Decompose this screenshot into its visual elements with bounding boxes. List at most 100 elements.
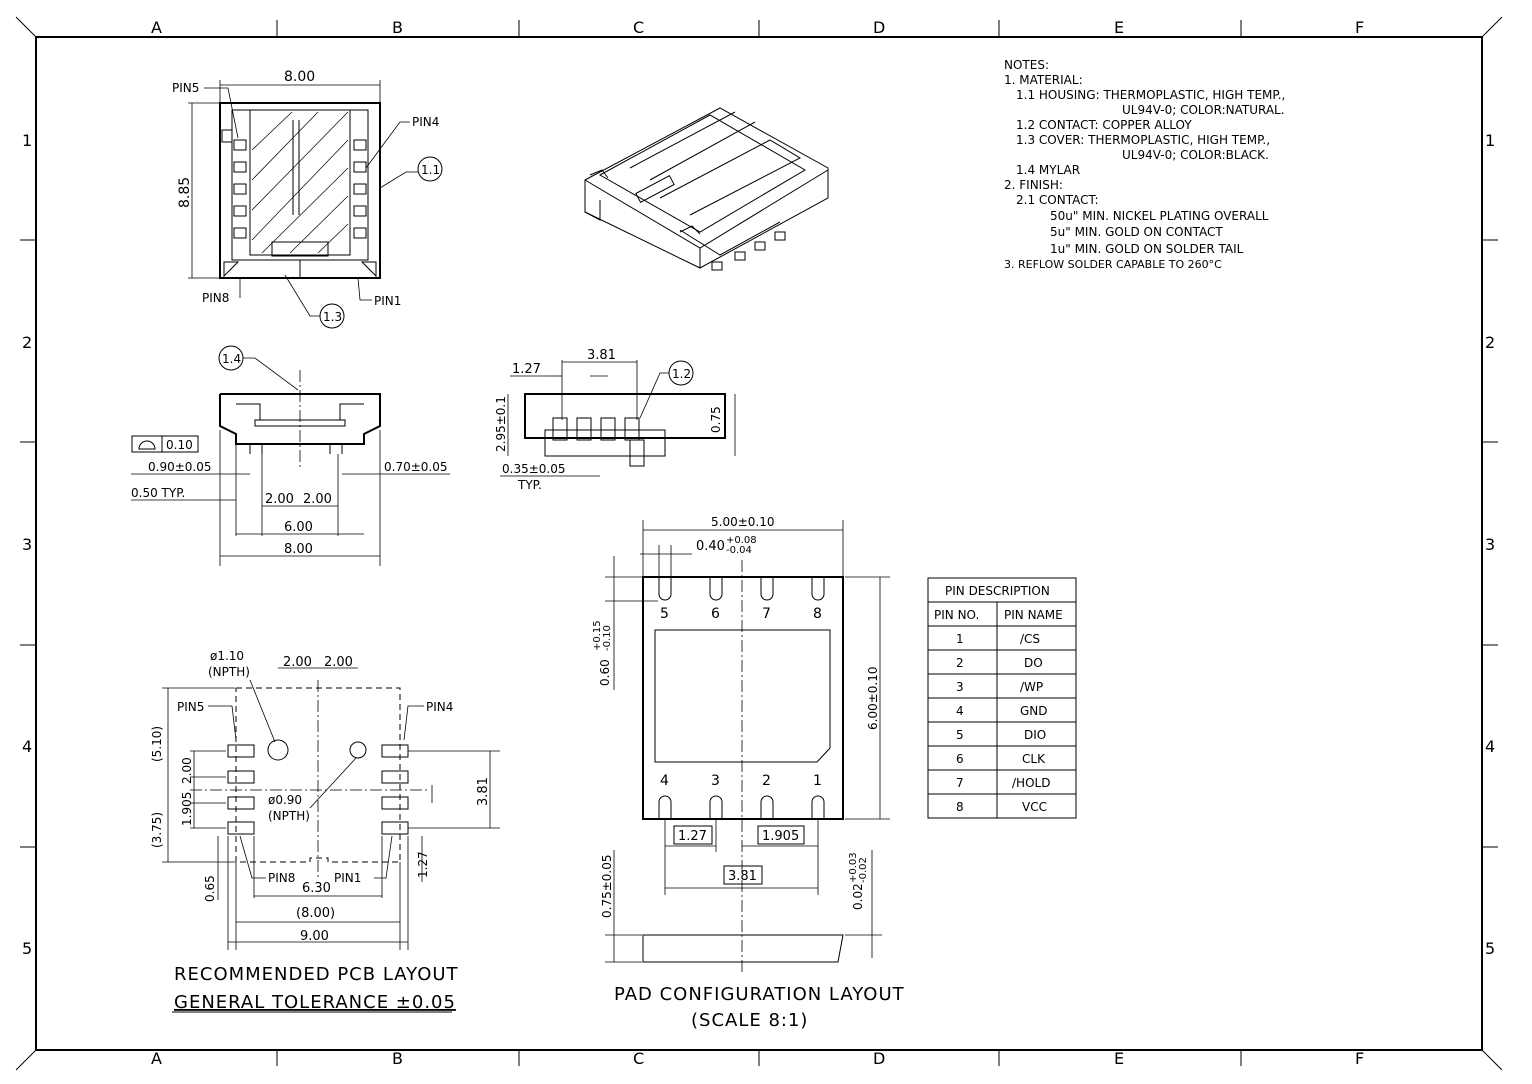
pin-name: VCC [1022, 800, 1047, 814]
zone-col-label: B [392, 18, 403, 37]
pin-name: /CS [1020, 632, 1040, 646]
end-view: 1.27 3.81 1.2 2.95±0.1 0.75 0.35±0.05 TY… [494, 348, 736, 492]
pin-name: /HOLD [1012, 776, 1050, 790]
pad-layout: 5 6 7 8 4 3 2 1 5.00±0.10 0.40 +0.08 -0.… [592, 515, 905, 1031]
dim-200: 2.00 [180, 757, 194, 784]
dim-right-tail: 0.70±0.05 [384, 460, 448, 474]
balloon-contact-label: 1.2 [672, 367, 691, 381]
dim-flat-minus: -0.02 [858, 857, 869, 883]
top-view: 8.00 8.85 PIN5 PIN4 PIN8 PIN1 1.1 1.3 [172, 69, 443, 329]
note-line: 2.1 CONTACT: [1016, 193, 1099, 207]
pad-pin-label: 8 [813, 606, 822, 622]
note-line: 50u" MIN. NICKEL PLATING OVERALL [1050, 209, 1269, 223]
label-pin1: PIN1 [374, 294, 401, 308]
note-line: 5u" MIN. GOLD ON CONTACT [1050, 225, 1223, 239]
pad-pin-label: 3 [711, 773, 720, 789]
dim-pitch: 1.27 [512, 362, 541, 377]
drawing-border [15, 16, 1503, 1071]
zone-row-label: 1 [1485, 131, 1495, 150]
dim-depth-minus: -0.10 [602, 625, 613, 651]
pin-name: DIO [1024, 728, 1046, 742]
pin-table-caption: PIN DESCRIPTION [945, 584, 1050, 598]
dim-630: 6.30 [302, 881, 331, 896]
dim-height: 6.00±0.10 [866, 667, 880, 731]
zone-row-label: 5 [1485, 939, 1495, 958]
pin-name: CLK [1022, 752, 1046, 766]
dim-height: 2.95±0.1 [494, 396, 508, 452]
pin-no: 5 [956, 728, 964, 742]
pin-no: 6 [956, 752, 964, 766]
dim-510: (5.10) [150, 726, 164, 762]
pin-table-header: PIN NO. [934, 608, 979, 622]
hole2-size: ø0.90 [268, 793, 302, 807]
dim-pitch: 1.27 [678, 829, 707, 844]
zone-col-label: D [873, 18, 885, 37]
pad-pin-label: 6 [711, 606, 720, 622]
note-line: 1. MATERIAL: [1004, 73, 1083, 87]
pad-pin-label: 7 [762, 606, 771, 622]
zone-col-label: A [151, 1049, 162, 1068]
pad-pin-label: 1 [813, 773, 822, 789]
pad-pin-label: 2 [762, 773, 771, 789]
pin-name: /WP [1020, 680, 1043, 694]
note-line: 1.1 HOUSING: THERMOPLASTIC, HIGH TEMP., [1016, 88, 1285, 102]
pin-table: PIN DESCRIPTION PIN NO. PIN NAME 1 /CS 2… [927, 577, 1077, 819]
dim-pitch-a: 2.00 [265, 492, 294, 507]
dim-width: 8.00 [284, 69, 315, 85]
dim-height: 8.85 [177, 177, 193, 208]
zone-row-label: 1 [22, 131, 32, 150]
pad-layout-title: PAD CONFIGURATION LAYOUT [614, 984, 905, 1005]
zone-col-label: F [1355, 1049, 1364, 1068]
notes-block: NOTES: 1. MATERIAL: 1.1 HOUSING: THERMOP… [1004, 58, 1285, 271]
dim-tail: 0.35±0.05 [502, 462, 566, 476]
pcb-layout-tolerance: GENERAL TOLERANCE ±0.05 [174, 992, 456, 1013]
dim-381: 3.81 [476, 777, 491, 806]
zone-row-label: 3 [1485, 535, 1495, 554]
zone-row-label: 2 [22, 333, 32, 352]
label-pin8: PIN8 [202, 291, 229, 305]
dim-slot: 0.40 [696, 539, 725, 554]
pin-no: 4 [956, 704, 964, 718]
dim-065: 0.65 [203, 875, 217, 902]
zone-row-label: 3 [22, 535, 32, 554]
label-pin5: PIN5 [177, 700, 204, 714]
dim-slot-plus: +0.08 [726, 535, 757, 546]
dim-900: 9.00 [300, 929, 329, 944]
zone-col-label: C [633, 1049, 644, 1068]
dim-span: 3.81 [587, 348, 616, 363]
pin-no: 3 [956, 680, 964, 694]
pin-no: 8 [956, 800, 964, 814]
dim-left-tail: 0.90±0.05 [148, 460, 212, 474]
zone-row-label: 4 [1485, 737, 1495, 756]
label-pin1: PIN1 [334, 871, 361, 885]
zone-row-label: 4 [22, 737, 32, 756]
pad-pin-label: 4 [660, 773, 669, 789]
balloon-housing-label: 1.1 [421, 163, 440, 177]
zone-col-label: E [1114, 18, 1124, 37]
zone-labels: A B C D E F A B C D E F 1 2 3 4 5 1 2 3 … [22, 18, 1495, 1068]
dim-p1: 2.00 [283, 655, 312, 670]
zone-col-label: D [873, 1049, 885, 1068]
hole1-size: ø1.10 [210, 649, 244, 663]
dim-127: 1.27 [416, 851, 430, 878]
dim-slot-depth: 0.60 [598, 659, 612, 686]
pin-no: 7 [956, 776, 964, 790]
zone-col-label: B [392, 1049, 403, 1068]
balloon-mylar-label: 1.4 [222, 352, 241, 366]
dim-flat: 0.02 [851, 883, 865, 910]
note-line: UL94V-0; COLOR:NATURAL. [1122, 103, 1285, 117]
note-line: 1.4 MYLAR [1016, 163, 1080, 177]
flatness-value: 0.10 [166, 438, 193, 452]
pin-name: GND [1020, 704, 1048, 718]
dim-tail-typ: TYP. [517, 478, 542, 492]
dim-800: (8.00) [296, 906, 335, 921]
isometric-view [584, 107, 829, 271]
pin-table-header: PIN NAME [1004, 608, 1063, 622]
dim-375: (3.75) [150, 812, 164, 848]
zone-row-label: 2 [1485, 333, 1495, 352]
label-pin4: PIN4 [426, 700, 453, 714]
dim-width: 5.00±0.10 [711, 515, 775, 529]
dim-pitch2: 1.905 [762, 829, 799, 844]
hole1-type: (NPTH) [208, 665, 250, 679]
dim-1905: 1.905 [180, 792, 194, 826]
